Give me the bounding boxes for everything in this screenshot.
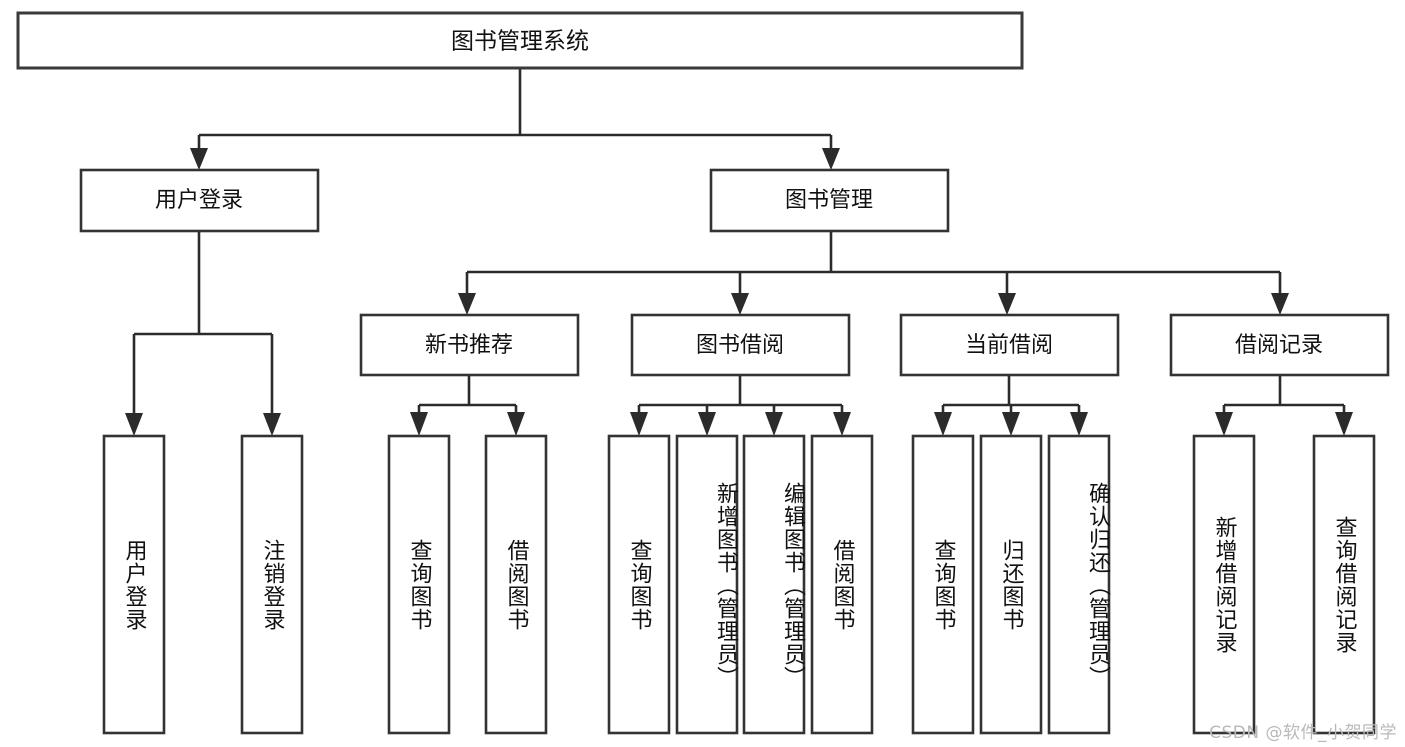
book-borrow-label: 图书借阅 xyxy=(696,333,784,358)
node-new-book-recommend[interactable]: 新书推荐 xyxy=(359,313,580,377)
leaf-user-logout-box[interactable] xyxy=(240,434,304,735)
leaf-return-book-box[interactable] xyxy=(979,434,1043,735)
leaf-confirm-return-box[interactable] xyxy=(1047,434,1111,735)
arrowhead-leaf-add-book xyxy=(698,412,716,436)
node-book-borrow[interactable]: 图书借阅 xyxy=(630,313,851,377)
arrowhead-book-manage xyxy=(822,148,840,170)
leaf-query-book-1-box[interactable] xyxy=(387,434,451,735)
connector-group-book-manage-to-level3 xyxy=(458,231,1289,315)
new-book-recommend-label: 新书推荐 xyxy=(425,333,513,358)
user-login-label: 用户登录 xyxy=(155,188,243,213)
borrow-record-box[interactable] xyxy=(1169,313,1390,377)
connector-group-root-to-level2 xyxy=(190,68,840,170)
arrowhead-leaf-borrow-book-1 xyxy=(507,412,525,436)
leaf-boxes-group xyxy=(102,434,1376,735)
new-book-recommend-box[interactable] xyxy=(359,313,580,377)
connector-group-new-book-recommend-to-leaves xyxy=(410,375,525,436)
arrowhead-new-book-recommend xyxy=(458,293,476,315)
connector-group-current-borrow-to-leaves xyxy=(934,375,1088,436)
node-user-login[interactable]: 用户登录 xyxy=(79,168,320,233)
book-manage-label: 图书管理 xyxy=(785,188,873,213)
node-book-manage[interactable]: 图书管理 xyxy=(709,168,950,233)
csdn-watermark: CSDN @软件_小贺同学 xyxy=(1209,723,1397,743)
leaf-edit-book-box[interactable] xyxy=(742,434,806,735)
node-borrow-record[interactable]: 借阅记录 xyxy=(1169,313,1390,377)
node-current-borrow[interactable]: 当前借阅 xyxy=(899,313,1120,377)
leaf-borrow-book-2-box[interactable] xyxy=(810,434,874,735)
root-label: 图书管理系统 xyxy=(451,29,589,55)
arrowhead-borrow-record xyxy=(1271,293,1289,315)
leaf-query-book-2-box[interactable] xyxy=(607,434,671,735)
connector-group-borrow-record-to-leaves xyxy=(1215,375,1353,436)
leaf-user-login-box[interactable] xyxy=(102,434,166,735)
arrowhead-leaf-query-record xyxy=(1335,412,1353,436)
leaf-query-book-3-box[interactable] xyxy=(911,434,975,735)
arrowhead-leaf-query-book-1 xyxy=(410,412,428,436)
current-borrow-box[interactable] xyxy=(899,313,1120,377)
arrowhead-leaf-edit-book xyxy=(765,412,783,436)
arrowhead-leaf-user-logout xyxy=(263,413,281,436)
leaf-add-book-box[interactable] xyxy=(675,434,739,735)
leaf-borrow-book-1-box[interactable] xyxy=(484,434,548,735)
arrowhead-leaf-borrow-book-2 xyxy=(833,412,851,436)
user-login-box[interactable] xyxy=(79,168,320,233)
leaf-add-record-box[interactable] xyxy=(1192,434,1256,735)
arrowhead-leaf-user-login xyxy=(125,413,143,436)
arrowhead-leaf-return-book xyxy=(1002,412,1020,436)
arrowhead-book-borrow xyxy=(731,293,749,315)
node-root[interactable]: 图书管理系统 xyxy=(16,11,1024,70)
connector-group-user-login-to-leaves xyxy=(125,231,281,436)
arrowhead-leaf-query-book-2 xyxy=(630,412,648,436)
current-borrow-label: 当前借阅 xyxy=(965,333,1053,358)
arrowhead-leaf-confirm-return xyxy=(1070,412,1088,436)
leaf-query-record-box[interactable] xyxy=(1312,434,1376,735)
borrow-record-label: 借阅记录 xyxy=(1235,333,1323,358)
arrowhead-leaf-query-book-3 xyxy=(934,412,952,436)
arrowhead-user-login xyxy=(190,148,208,170)
connector-group-book-borrow-to-leaves xyxy=(630,375,851,436)
book-borrow-box[interactable] xyxy=(630,313,851,377)
book-manage-box[interactable] xyxy=(709,168,950,233)
arrowhead-leaf-add-record xyxy=(1215,412,1233,436)
arrowhead-current-borrow xyxy=(998,293,1016,315)
root-box[interactable] xyxy=(16,11,1024,70)
